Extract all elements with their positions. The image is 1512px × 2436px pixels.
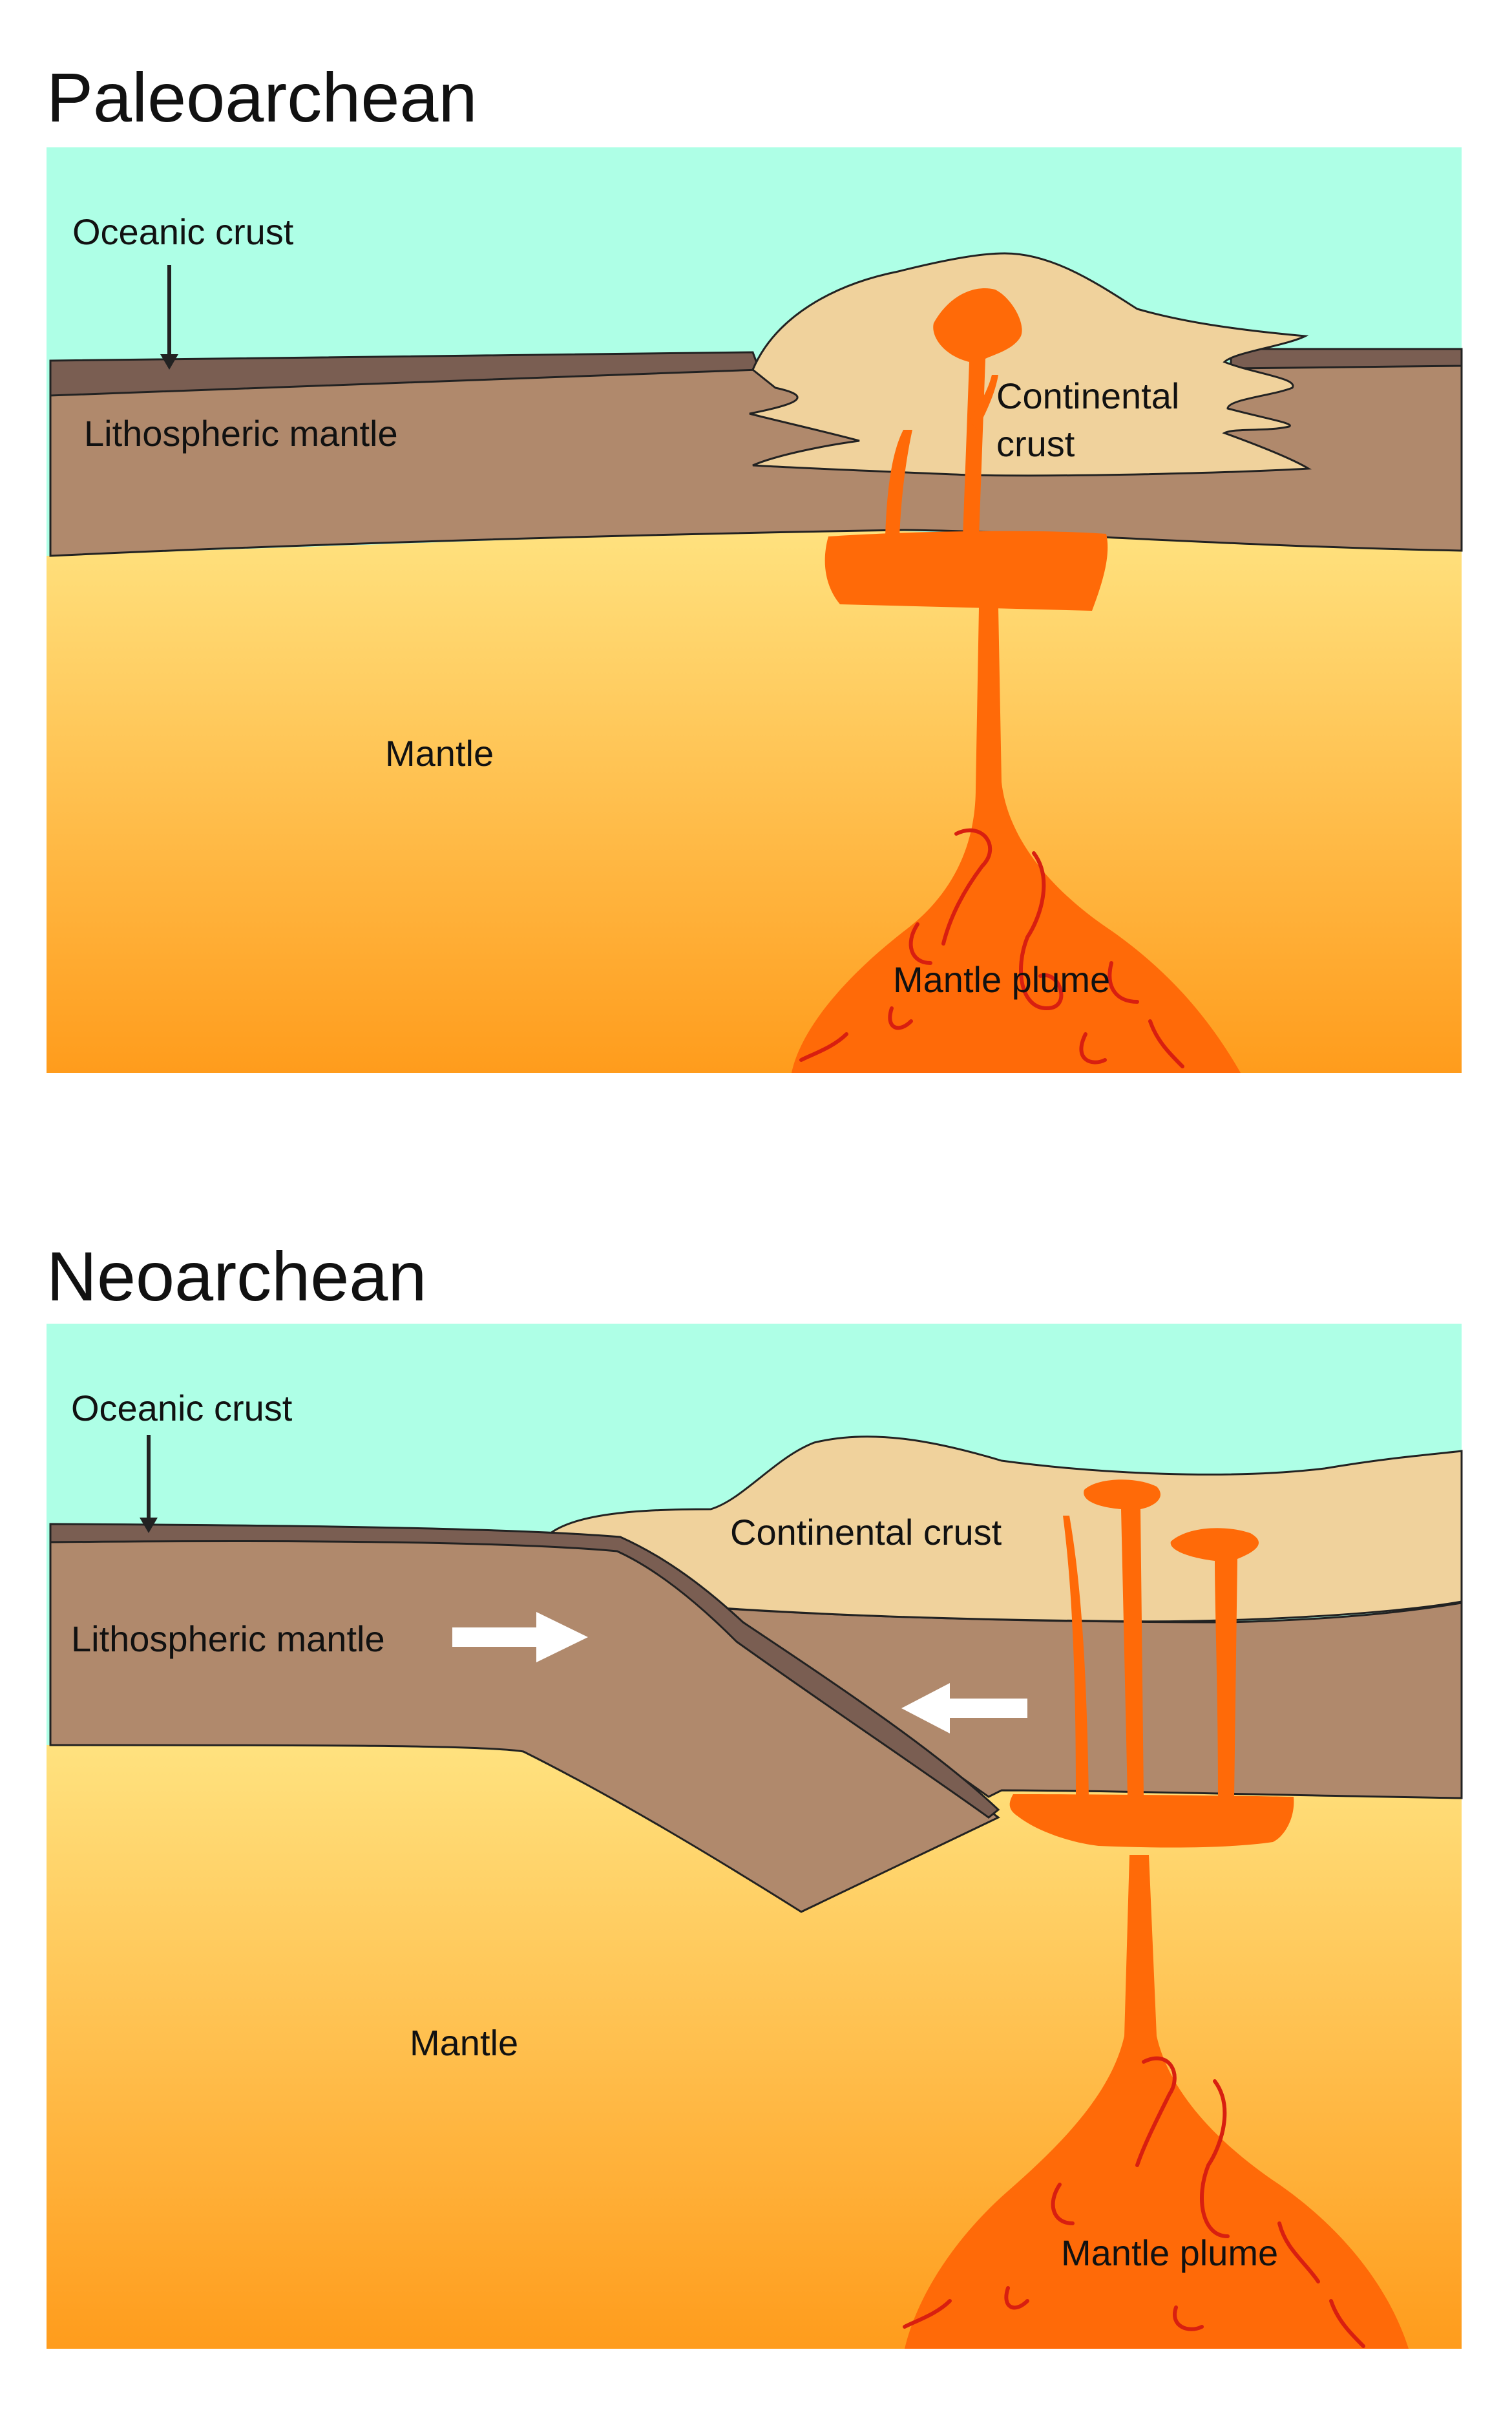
label-continental-crust-line2: crust — [996, 423, 1075, 464]
magma-dike — [1063, 1516, 1089, 1797]
oceanic-crust — [1230, 348, 1463, 370]
plume-streaks — [903, 2056, 1365, 2348]
continental-crust — [749, 252, 1312, 477]
plume-streaks — [799, 828, 1184, 1068]
label-oceanic-crust: Oceanic crust — [71, 1388, 293, 1428]
plate-motion-arrow-left — [901, 1683, 1027, 1733]
label-continental-crust-line1: Continental — [996, 376, 1179, 416]
mantle — [47, 529, 1462, 1073]
label-mantle: Mantle — [410, 2022, 518, 2063]
mantle-plume — [792, 608, 1241, 1073]
panel-title: Neoarchean — [47, 1237, 426, 1315]
pointer-arrow-head — [140, 1518, 158, 1533]
magma-dike — [1170, 1528, 1259, 1797]
label-mantle-plume: Mantle plume — [893, 959, 1110, 1000]
magma-dike — [1084, 1479, 1160, 1797]
label-continental-crust: Continental crust — [730, 1512, 1002, 1552]
magma-chamber — [1009, 1794, 1294, 1848]
label-mantle: Mantle — [385, 733, 494, 774]
oceanic-crust — [49, 1523, 1000, 1819]
pointer-arrow-head — [160, 354, 178, 370]
magma-dike — [885, 430, 912, 538]
panel-paleoarchean: Paleoarchean Oceanic crust Lithospheric … — [47, 58, 1463, 1073]
plate-motion-arrow-right — [452, 1612, 588, 1662]
label-mantle-plume: Mantle plume — [1061, 2232, 1278, 2273]
label-oceanic-crust: Oceanic crust — [72, 211, 294, 252]
label-lithospheric-mantle: Lithospheric mantle — [71, 1618, 385, 1659]
panel-neoarchean: Neoarchean Oceanic crust Lithospher — [47, 1237, 1463, 2349]
mantle-plume — [905, 1855, 1409, 2349]
label-lithospheric-mantle: Lithospheric mantle — [84, 413, 398, 454]
panel-title: Paleoarchean — [47, 58, 478, 136]
magma-dike — [969, 375, 998, 430]
magma-chamber — [824, 531, 1108, 611]
